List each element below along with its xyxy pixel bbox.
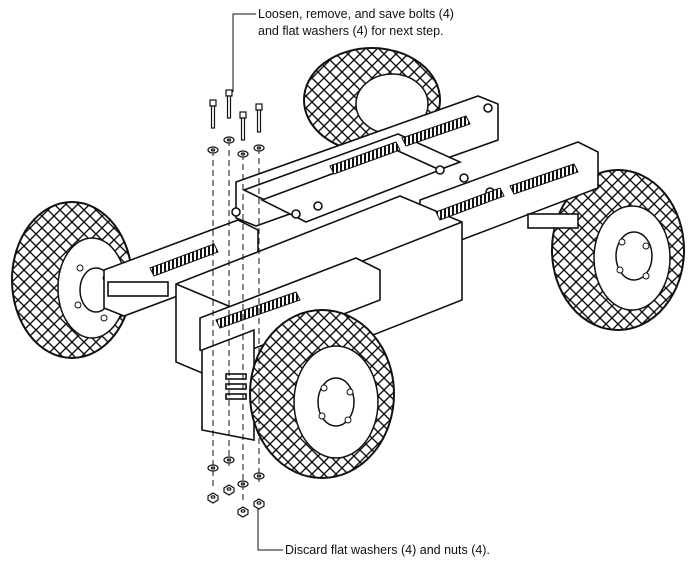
bottom-washer-3	[237, 480, 249, 488]
decal-2	[401, 115, 471, 147]
right-wheel	[551, 169, 685, 331]
warning-decals	[149, 115, 579, 329]
bottom-washers	[207, 456, 265, 488]
nuts	[207, 484, 265, 518]
right-axle	[527, 213, 579, 229]
decal-6	[215, 291, 301, 329]
bolts	[209, 89, 263, 141]
front-wheel	[249, 309, 395, 479]
top-washer-3	[237, 150, 249, 158]
top-callout-line-2: and flat washers (4) for next step.	[258, 24, 444, 38]
top-washer-1	[207, 146, 219, 154]
bolt-1	[209, 99, 217, 129]
bottom-callout: Discard flat washers (4) and nuts (4).	[285, 542, 490, 559]
decal-3	[435, 187, 505, 221]
top-callout: Loosen, remove, and save bolts (4) and f…	[258, 6, 454, 40]
bottom-washer-1	[207, 464, 219, 472]
bottom-washer-2	[223, 456, 235, 464]
bottom-washer-4	[253, 472, 265, 480]
nut-3	[237, 506, 249, 518]
assembly-guide-lines	[212, 140, 260, 500]
bolt-2	[225, 89, 233, 119]
top-washer-2	[223, 136, 235, 144]
nut-1	[207, 492, 219, 504]
decal-1	[329, 141, 401, 175]
decal-4	[509, 163, 579, 195]
nut-2	[223, 484, 235, 496]
leader-lines	[232, 13, 283, 551]
nut-4	[253, 498, 265, 510]
bolt-4	[255, 103, 263, 133]
bottom-leader-line	[257, 505, 283, 551]
top-leader-line	[232, 13, 256, 92]
top-washer-4	[253, 144, 265, 152]
bottom-callout-line-1: Discard flat washers (4) and nuts (4).	[285, 543, 490, 557]
bolt-3	[239, 111, 247, 141]
top-callout-line-1: Loosen, remove, and save bolts (4)	[258, 7, 454, 21]
top-washers	[207, 136, 265, 158]
decal-5	[149, 243, 219, 277]
left-axle	[107, 281, 169, 297]
